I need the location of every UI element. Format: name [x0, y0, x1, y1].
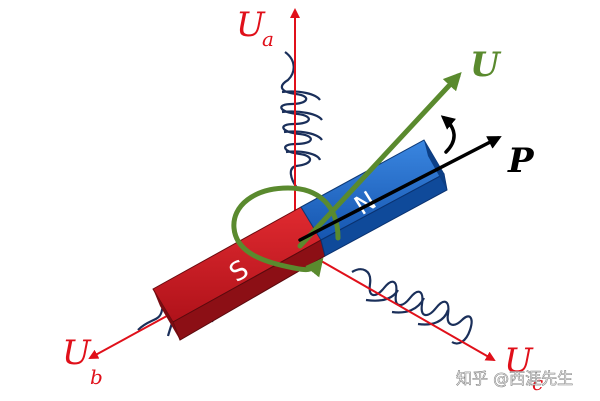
axis-c [294, 245, 496, 361]
magnet-south-end [153, 289, 180, 340]
magnet-north-end [424, 140, 447, 190]
voltage-vector-label: U [470, 45, 502, 85]
angle-arc [440, 115, 457, 154]
power-vector-label: P [507, 141, 535, 181]
power-vector-line [298, 136, 502, 242]
axis-label-b-symbol: U [62, 333, 92, 373]
axis-label-a-symbol: U [236, 5, 266, 45]
axis-label-c-subscript: c [532, 371, 543, 395]
power-vector [298, 115, 502, 242]
axis-label-a-subscript: a [262, 27, 274, 51]
axis-label-b: U b [62, 333, 103, 389]
watermark-text: 知乎 @西涯先生 [456, 369, 573, 388]
voltage-vector-line [297, 72, 462, 249]
axis-label-c: U c [504, 341, 543, 395]
coil-c [351, 268, 473, 345]
axis-label-c-symbol: U [504, 341, 534, 381]
voltage-vector [231, 72, 462, 278]
axis-label-a: U a [236, 5, 274, 51]
axis-label-b-subscript: b [90, 365, 103, 389]
rotation-loop [231, 185, 341, 278]
coil-a [280, 51, 323, 189]
